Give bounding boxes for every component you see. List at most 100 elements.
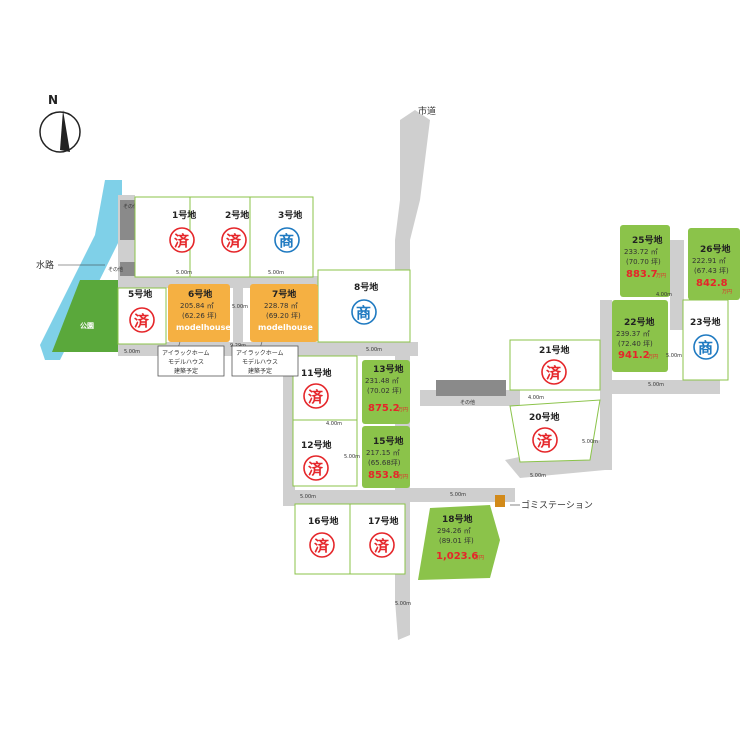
svg-text:233.72 ㎡: 233.72 ㎡ bbox=[624, 248, 658, 256]
svg-text:商: 商 bbox=[698, 339, 713, 357]
lot-17-info: 17号地 済 bbox=[368, 515, 399, 558]
svg-text:5.00m: 5.00m bbox=[344, 454, 360, 460]
svg-text:建築予定: 建築予定 bbox=[248, 367, 272, 375]
svg-text:231.48 ㎡: 231.48 ㎡ bbox=[365, 377, 399, 385]
lot-18-info: 18号地 294.26 ㎡ (89.01 坪) 1,023.6 万円 bbox=[436, 513, 484, 562]
lot-20-info: 20号地 済 bbox=[529, 411, 560, 453]
svg-text:294.26 ㎡: 294.26 ㎡ bbox=[437, 527, 471, 535]
lot-15[interactable] bbox=[362, 426, 410, 488]
svg-text:222.91 ㎡: 222.91 ㎡ bbox=[692, 257, 726, 265]
park[interactable] bbox=[52, 280, 118, 352]
lot-21-info: 21号地 済 bbox=[539, 344, 570, 385]
svg-text:商: 商 bbox=[356, 304, 371, 322]
svg-text:21号地: 21号地 bbox=[539, 344, 570, 356]
svg-text:済: 済 bbox=[174, 232, 190, 250]
svg-text:3号地: 3号地 bbox=[278, 209, 302, 221]
svg-text:建築予定: 建築予定 bbox=[174, 367, 198, 375]
svg-text:5.00m: 5.00m bbox=[366, 347, 382, 353]
svg-text:853.8: 853.8 bbox=[368, 470, 400, 481]
compass: N bbox=[39, 93, 81, 153]
svg-text:済: 済 bbox=[308, 460, 324, 478]
garbage-station-marker bbox=[495, 495, 505, 507]
svg-text:モデルハウス: モデルハウス bbox=[242, 358, 278, 366]
svg-text:239.37 ㎡: 239.37 ㎡ bbox=[616, 330, 650, 338]
svg-text:5.00m: 5.00m bbox=[648, 382, 664, 388]
svg-text:875.2: 875.2 bbox=[368, 403, 400, 414]
other-label-3: その他 bbox=[460, 399, 475, 406]
svg-text:済: 済 bbox=[314, 537, 330, 555]
svg-text:アイラックホーム: アイラックホーム bbox=[236, 350, 284, 357]
svg-text:5号地: 5号地 bbox=[128, 288, 152, 300]
svg-text:5.00m: 5.00m bbox=[232, 304, 248, 310]
svg-text:5.00m: 5.00m bbox=[582, 439, 598, 445]
dimensions: 5.00m 5.00m 5.00m 9.29m 5.00m 5.00m 4.00… bbox=[124, 270, 682, 607]
svg-text:883.7: 883.7 bbox=[626, 269, 658, 280]
lot-8-info: 8号地 商 bbox=[351, 281, 378, 325]
svg-text:25号地: 25号地 bbox=[632, 234, 663, 246]
svg-text:20号地: 20号地 bbox=[529, 411, 560, 423]
lot-22-info: 22号地 239.37 ㎡ (72.40 坪) 941.2 万円 bbox=[616, 316, 658, 361]
svg-text:205.84 ㎡: 205.84 ㎡ bbox=[180, 302, 214, 310]
svg-text:済: 済 bbox=[546, 364, 562, 382]
svg-text:2号地: 2号地 bbox=[225, 209, 249, 221]
svg-text:万円: 万円 bbox=[656, 273, 666, 279]
lot-7[interactable] bbox=[250, 284, 318, 342]
lot-22[interactable] bbox=[612, 300, 668, 372]
svg-text:5.00m: 5.00m bbox=[450, 492, 466, 498]
svg-text:16号地: 16号地 bbox=[308, 515, 339, 527]
lot-26[interactable] bbox=[688, 228, 740, 300]
lot-6-info: 6号地 205.84 ㎡ (62.26 坪) modelhouse bbox=[176, 288, 231, 332]
svg-text:15号地: 15号地 bbox=[373, 435, 404, 447]
svg-text:5.00m: 5.00m bbox=[666, 353, 682, 359]
compass-n: N bbox=[48, 93, 58, 107]
lot-16-info: 16号地 済 bbox=[308, 515, 339, 558]
svg-text:モデルハウス: モデルハウス bbox=[168, 358, 204, 366]
lot-1-info: 1号地 済 bbox=[169, 209, 196, 253]
lot-18[interactable] bbox=[418, 505, 500, 580]
svg-text:4.00m: 4.00m bbox=[528, 395, 544, 401]
road-label: 市道 bbox=[418, 105, 436, 117]
svg-text:6号地: 6号地 bbox=[188, 288, 212, 300]
svg-text:万円: 万円 bbox=[648, 354, 658, 360]
svg-text:済: 済 bbox=[537, 432, 553, 450]
svg-text:5.00m: 5.00m bbox=[124, 349, 140, 355]
svg-text:(89.01 坪): (89.01 坪) bbox=[439, 537, 474, 545]
svg-text:済: 済 bbox=[134, 312, 150, 330]
lot-13[interactable] bbox=[362, 360, 410, 424]
svg-text:済: 済 bbox=[308, 388, 324, 406]
svg-text:(69.20 坪): (69.20 坪) bbox=[266, 312, 301, 320]
svg-text:(62.26 坪): (62.26 坪) bbox=[182, 312, 217, 320]
lot-2-info: 2号地 済 bbox=[221, 209, 249, 253]
svg-text:modelhouse: modelhouse bbox=[258, 323, 313, 332]
svg-text:5.00m: 5.00m bbox=[395, 601, 411, 607]
svg-text:(65.68坪): (65.68坪) bbox=[368, 459, 401, 467]
svg-text:(72.40 坪): (72.40 坪) bbox=[618, 340, 653, 348]
lot-13-info: 13号地 231.48 ㎡ (70.02 坪) 875.2 万円 bbox=[365, 363, 408, 414]
svg-text:1,023.6: 1,023.6 bbox=[436, 551, 478, 562]
svg-text:22号地: 22号地 bbox=[624, 316, 655, 328]
waterway bbox=[40, 180, 122, 360]
svg-text:商: 商 bbox=[279, 232, 294, 250]
svg-text:万円: 万円 bbox=[398, 474, 408, 480]
svg-text:12号地: 12号地 bbox=[301, 439, 332, 451]
svg-text:5.00m: 5.00m bbox=[530, 473, 546, 479]
svg-text:万円: 万円 bbox=[398, 407, 408, 413]
svg-text:万円: 万円 bbox=[722, 289, 732, 295]
lot-15-info: 15号地 217.15 ㎡ (65.68坪) 853.8 万円 bbox=[366, 435, 408, 481]
svg-text:1号地: 1号地 bbox=[172, 209, 196, 221]
svg-text:アイラックホーム: アイラックホーム bbox=[162, 350, 210, 357]
lot-12-info: 12号地 済 bbox=[301, 439, 332, 481]
other-strips bbox=[120, 200, 506, 396]
svg-text:modelhouse: modelhouse bbox=[176, 323, 231, 332]
waterway-label: 水路 bbox=[36, 259, 54, 271]
other-label-2: その他 bbox=[108, 266, 123, 273]
svg-text:7号地: 7号地 bbox=[272, 288, 296, 300]
svg-text:5.00m: 5.00m bbox=[300, 494, 316, 500]
svg-text:23号地: 23号地 bbox=[690, 316, 721, 328]
lot-6[interactable] bbox=[168, 284, 230, 342]
park-label: 公園 bbox=[80, 321, 94, 330]
lot-25-info: 25号地 233.72 ㎡ (70.70 坪) 883.7 万円 bbox=[624, 234, 666, 280]
svg-text:(70.02 坪): (70.02 坪) bbox=[367, 387, 402, 395]
lot-11-info: 11号地 済 bbox=[301, 367, 332, 409]
lot-25[interactable] bbox=[620, 225, 670, 297]
